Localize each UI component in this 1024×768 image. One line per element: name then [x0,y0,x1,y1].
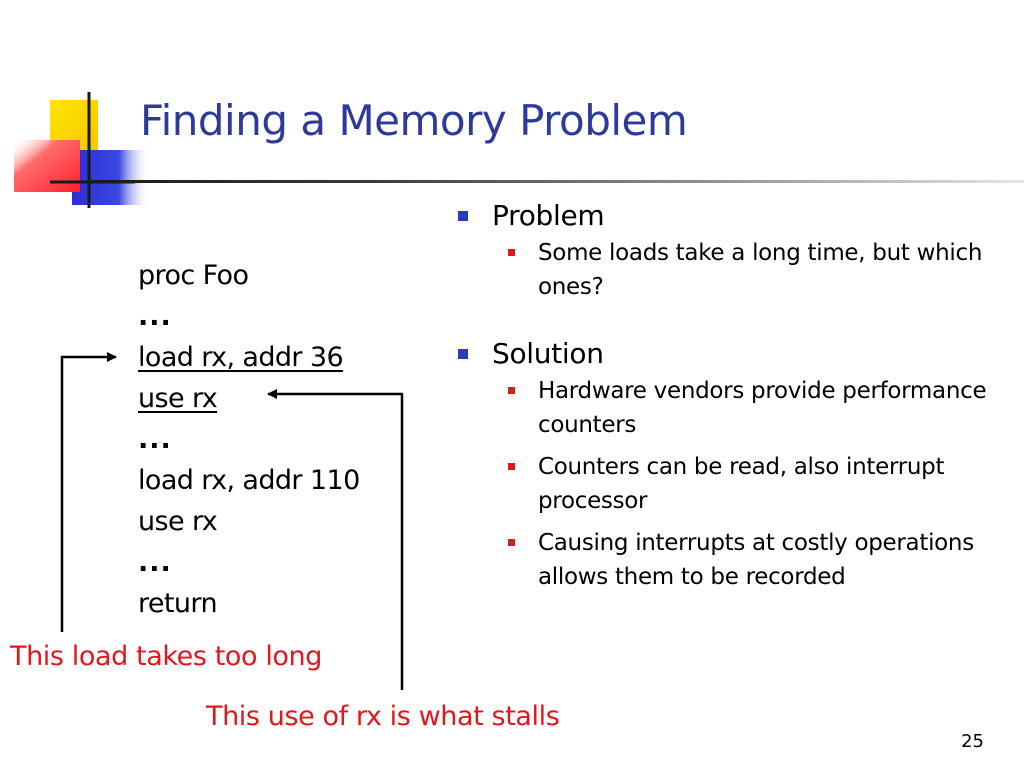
load-arrow-icon [60,352,117,632]
bullet-item: Hardware vendors provide performance cou… [450,374,1010,442]
code-line: load rx, addr 110 [138,465,360,496]
code-line-load-36: load rx, addr 36 [138,342,344,373]
slide-title: Finding a Memory Problem [140,96,688,145]
square-bullet-icon [508,463,515,470]
load-annotation: This load takes too long [10,641,322,672]
bullet-section-problem: Problem Some loads take a long time, but… [450,196,1010,304]
bullet-section-solution: Solution Hardware vendors provide perfor… [450,334,1010,594]
code-line: ... [138,547,172,578]
square-bullet-icon [508,249,515,256]
code-line: use rx [138,506,218,537]
bullet-heading: Problem [450,196,1010,236]
square-bullet-icon [508,539,515,546]
code-block: proc Foo ... load rx, addr 36 use rx ...… [138,255,360,624]
page-number: 25 [961,731,984,752]
bullet-item: Some loads take a long time, but which o… [450,236,1010,304]
code-line: return [138,588,218,619]
bullet-list: Problem Some loads take a long time, but… [450,196,1010,624]
square-bullet-icon [508,387,515,394]
bullet-item: Counters can be read, also interrupt pro… [450,450,1010,518]
bullet-heading: Solution [450,334,1010,374]
square-bullet-icon [458,211,468,221]
slide-logo-icon [14,92,150,208]
code-line-use-rx: use rx [138,383,218,414]
square-bullet-icon [458,349,468,359]
code-line: ... [138,424,172,455]
use-annotation: This use of rx is what stalls [206,701,560,732]
bullet-item: Causing interrupts at costly operations … [450,526,1010,594]
code-line: proc Foo [138,260,249,291]
code-line: ... [138,301,172,332]
title-divider [88,180,1024,183]
